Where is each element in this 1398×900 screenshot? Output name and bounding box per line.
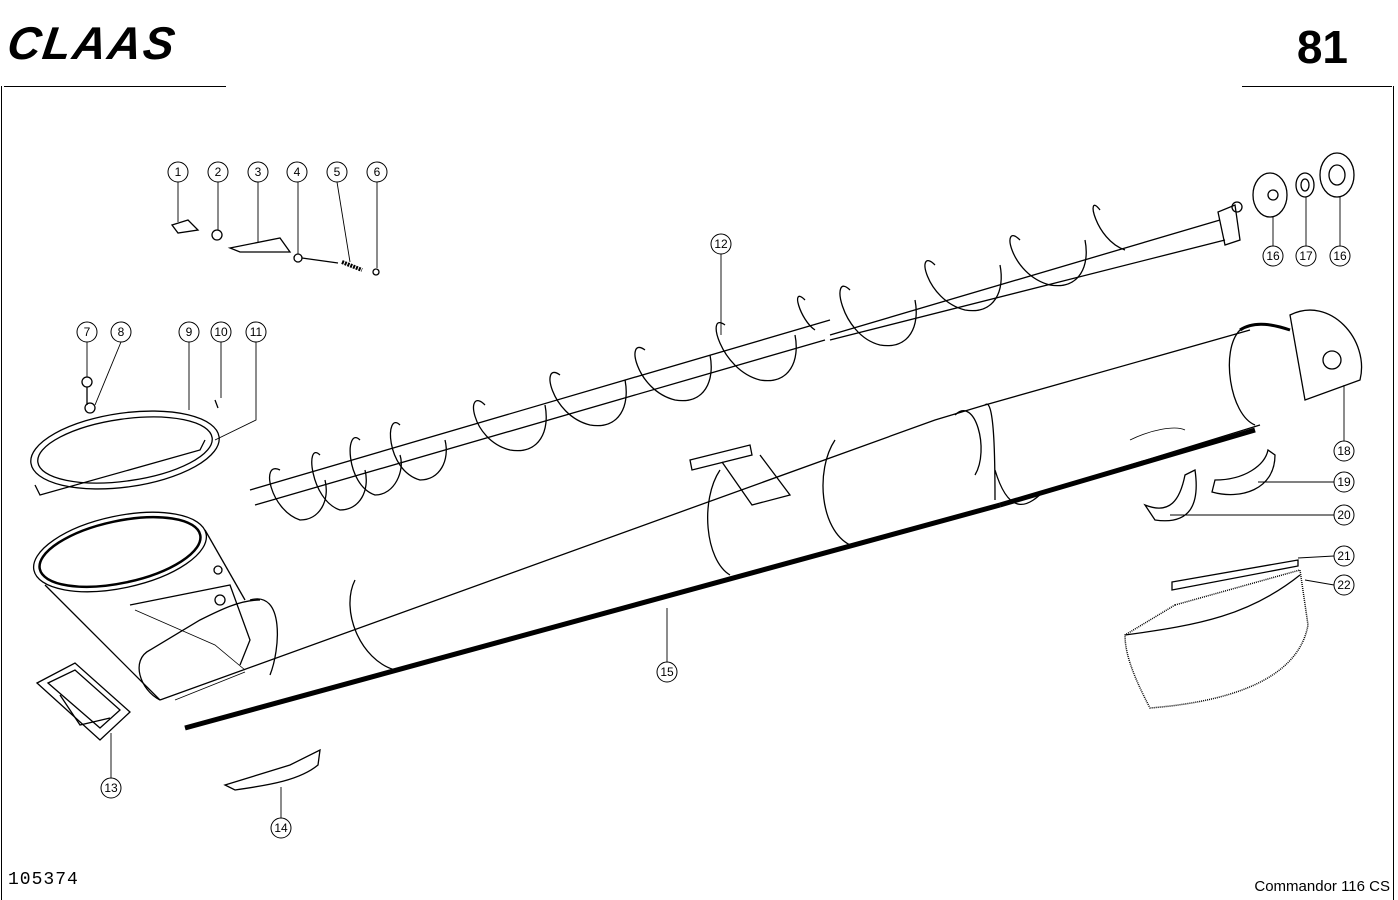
svg-text:18: 18 xyxy=(1337,444,1351,458)
svg-text:14: 14 xyxy=(274,821,288,835)
svg-text:12: 12 xyxy=(714,237,728,251)
frame-border-right xyxy=(1393,86,1394,900)
callout-18: 18 xyxy=(1333,440,1355,462)
liner-parts-19-20 xyxy=(1143,448,1276,522)
auger-tube-part-15 xyxy=(32,322,1291,731)
callout-21: 21 xyxy=(1333,545,1355,567)
svg-text:13: 13 xyxy=(104,781,118,795)
svg-text:6: 6 xyxy=(374,165,381,179)
svg-text:16: 16 xyxy=(1333,249,1347,263)
machine-model: Commandor 116 CS xyxy=(1254,878,1390,895)
callout-4: 4 xyxy=(286,161,308,183)
callout-3: 3 xyxy=(247,161,269,183)
page-number: 81 xyxy=(1296,21,1348,73)
hopper-part-13 xyxy=(35,662,131,741)
bearing-parts-16-17 xyxy=(1252,152,1355,218)
end-plate-part-18 xyxy=(1289,309,1363,401)
callout-13: 13 xyxy=(100,777,122,799)
svg-text:21: 21 xyxy=(1337,549,1351,563)
svg-text:3: 3 xyxy=(255,165,262,179)
frame-border-left xyxy=(1,86,2,900)
callout-17: 17 xyxy=(1295,245,1317,267)
svg-text:16: 16 xyxy=(1266,249,1280,263)
shield-parts-21-22 xyxy=(1124,559,1309,709)
callout-15: 15 xyxy=(656,661,678,683)
small-parts-1-6 xyxy=(170,219,380,276)
callout-12: 12 xyxy=(710,233,732,255)
ring-parts-7-11 xyxy=(30,376,220,496)
svg-text:10: 10 xyxy=(214,325,228,339)
callout-7: 7 xyxy=(76,321,98,343)
svg-text:20: 20 xyxy=(1337,508,1351,522)
svg-text:2: 2 xyxy=(215,165,222,179)
leader-lines xyxy=(86,181,1345,818)
svg-text:11: 11 xyxy=(250,325,263,339)
callout-6: 6 xyxy=(366,161,388,183)
callout-1: 1 xyxy=(167,161,189,183)
svg-text:1: 1 xyxy=(175,165,182,179)
svg-text:22: 22 xyxy=(1337,578,1351,592)
header-rule-right xyxy=(1242,86,1392,87)
callout-10: 10 xyxy=(210,321,232,343)
callout-9: 9 xyxy=(178,321,200,343)
callout-2: 2 xyxy=(207,161,229,183)
callout-20: 20 xyxy=(1333,504,1355,526)
auger-screw-part-12 xyxy=(249,201,1243,521)
callout-5: 5 xyxy=(326,161,348,183)
svg-text:9: 9 xyxy=(186,325,193,339)
callout-22: 22 xyxy=(1333,574,1355,596)
callout-14: 14 xyxy=(270,817,292,839)
callout-8: 8 xyxy=(110,321,132,343)
plate-part-14 xyxy=(223,748,321,791)
svg-text:4: 4 xyxy=(294,165,301,179)
callout-16-right: 16 xyxy=(1329,245,1351,267)
svg-text:7: 7 xyxy=(84,325,91,339)
svg-text:17: 17 xyxy=(1299,249,1313,263)
document-number: 105374 xyxy=(8,870,79,890)
svg-text:8: 8 xyxy=(118,325,125,339)
svg-text:5: 5 xyxy=(334,165,341,179)
svg-text:15: 15 xyxy=(660,665,674,679)
svg-text:19: 19 xyxy=(1337,475,1351,489)
callout-19: 19 xyxy=(1333,471,1355,493)
callout-11: 11 xyxy=(245,321,267,343)
header-rule-left xyxy=(4,86,226,87)
callout-16-left: 16 xyxy=(1262,245,1284,267)
